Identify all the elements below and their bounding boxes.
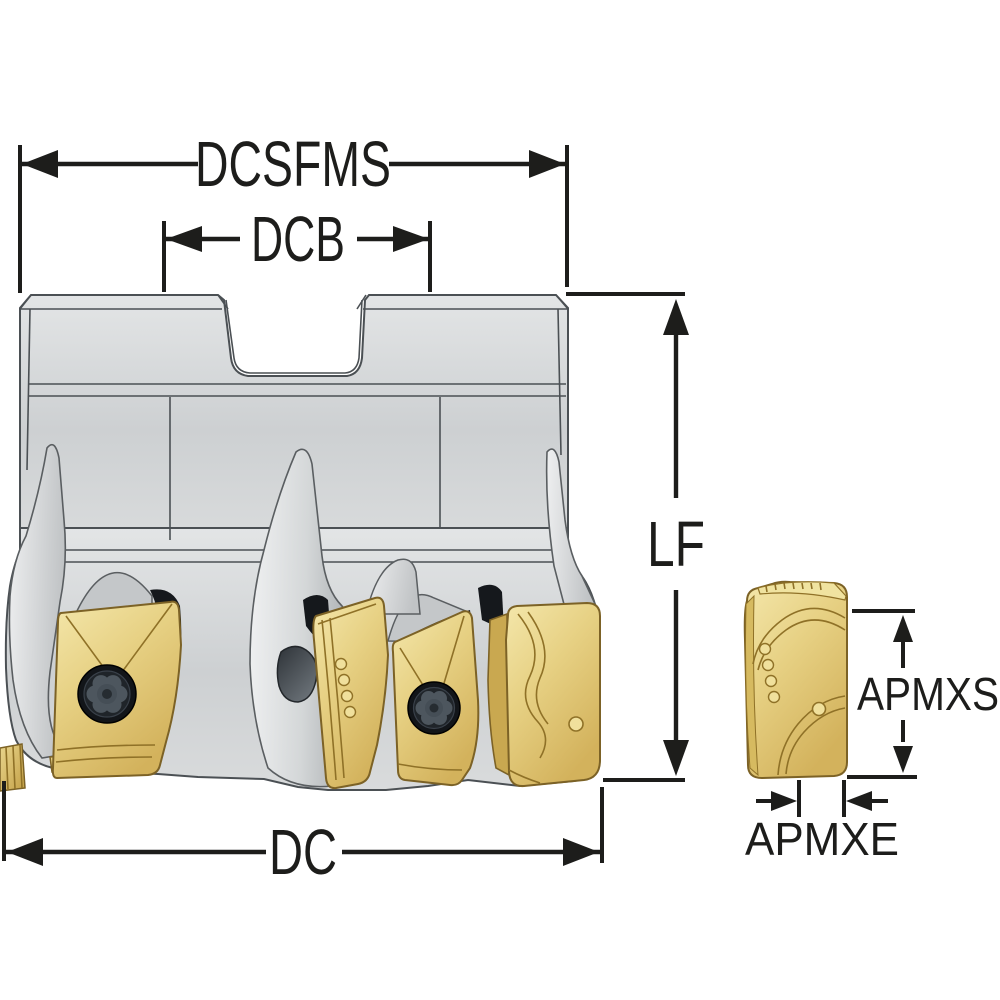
middle-edge-insert (312, 596, 390, 790)
apmxe-arrowhead-right (846, 791, 872, 811)
cutter-illustration (0, 294, 601, 792)
apmxs-label: APMXS (857, 668, 999, 720)
coolant-chip-hole (276, 645, 318, 703)
right-edge-insert (487, 601, 601, 788)
separate-insert-dots (758, 642, 781, 704)
apmxe-label: APMXE (745, 813, 899, 865)
dcsfms-label: DCSFMS (195, 128, 391, 200)
dimension-dcb: DCB (162, 203, 432, 292)
lf-label: LF (647, 508, 705, 580)
dcb-arrowhead-left (166, 226, 202, 252)
dimension-apmxs: APMXS (847, 609, 999, 779)
dcsfms-arrowhead-right (529, 150, 565, 178)
left-torx-screw (77, 664, 137, 724)
insert-dots (334, 657, 357, 719)
separate-insert-illustration (743, 580, 848, 780)
dc-arrowhead-left (7, 838, 43, 866)
dcb-label: DCB (251, 203, 345, 275)
dimension-dc: DC (2, 781, 604, 888)
apmxs-arrowhead-top (893, 615, 913, 642)
lf-arrowhead-top (663, 299, 689, 335)
cutter-body-upper (19, 294, 569, 541)
dimension-apmxe: APMXE (745, 780, 899, 865)
dimension-dcsfms: DCSFMS (18, 128, 569, 293)
separate-insert-facets (752, 582, 846, 776)
dc-arrowhead-right (563, 838, 599, 866)
apmxs-arrowhead-bottom (893, 746, 913, 773)
dcb-arrowhead-right (393, 226, 429, 252)
dc-label: DC (269, 816, 337, 888)
dcsfms-arrowhead-left (22, 150, 58, 178)
left-flute-blade (8, 443, 68, 759)
apmxe-arrowhead-left (771, 791, 797, 811)
dimension-lf: LF (566, 292, 705, 782)
right-torx-screw (407, 681, 461, 735)
separate-insert-hole (811, 701, 827, 717)
left-pocket-arch (75, 571, 153, 615)
separate-insert-side-face (745, 594, 759, 777)
lf-arrowhead-bottom (663, 740, 689, 776)
body-detail-lines (19, 294, 569, 563)
